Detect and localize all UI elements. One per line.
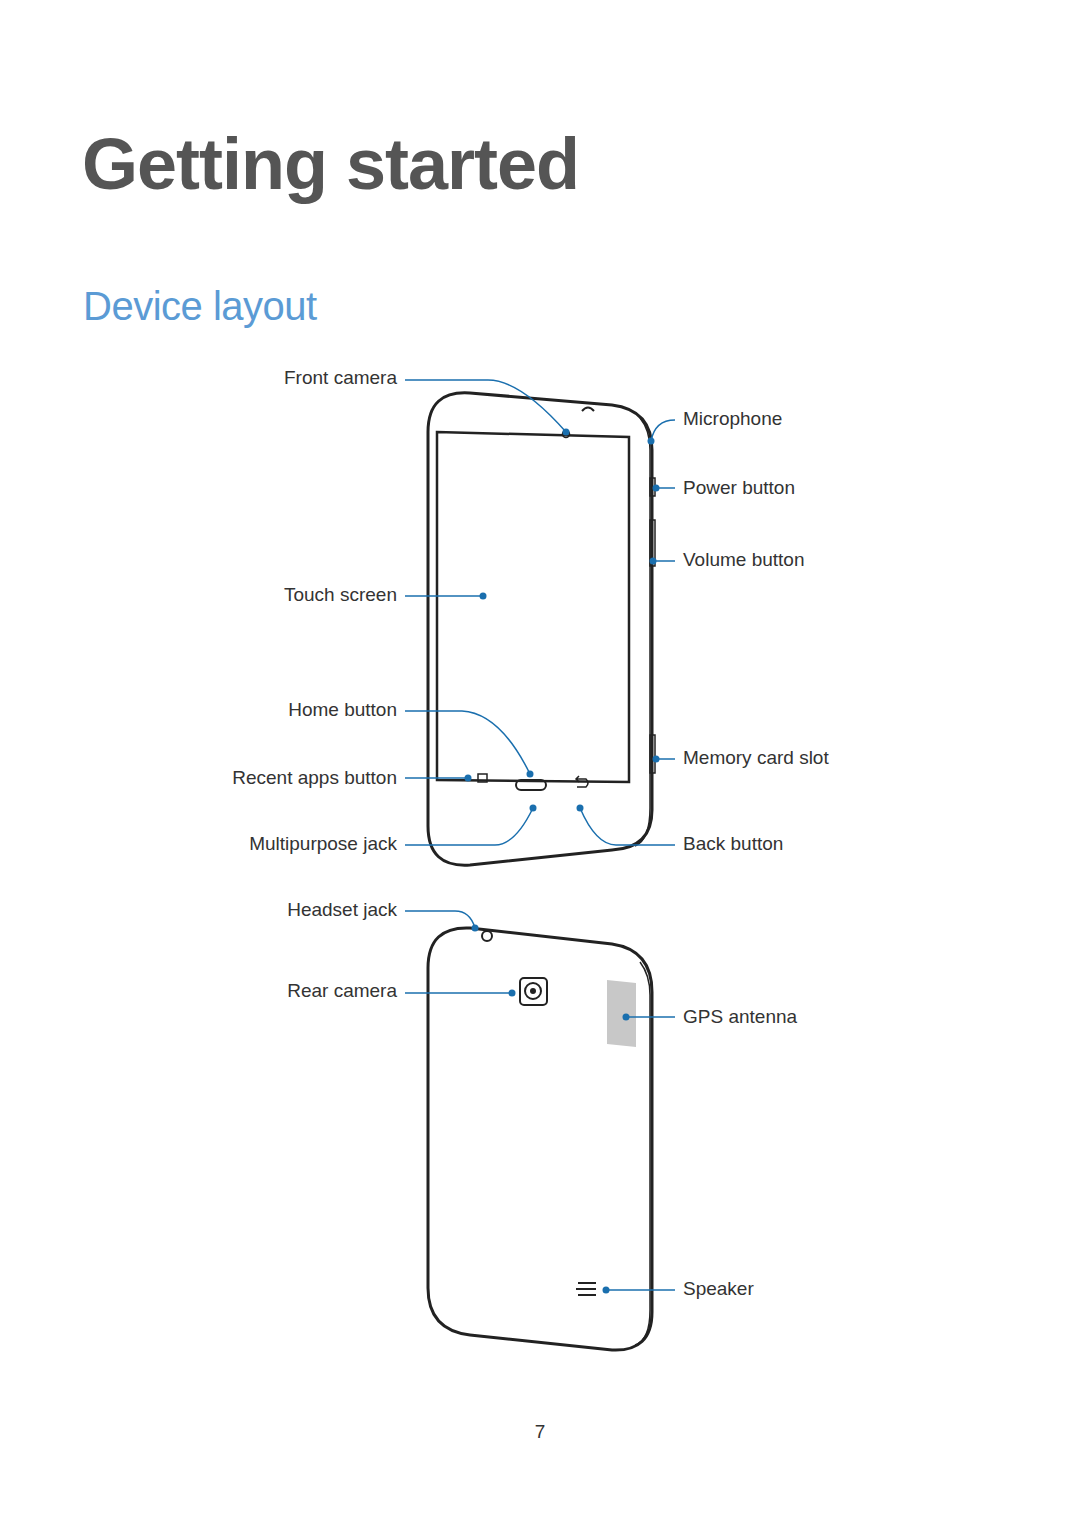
part-label: Touch screen bbox=[284, 583, 397, 607]
part-label: Volume button bbox=[683, 548, 804, 572]
part-label: Multipurpose jack bbox=[249, 832, 397, 856]
part-label: Microphone bbox=[683, 407, 782, 431]
part-label: Speaker bbox=[683, 1277, 754, 1301]
part-label: Home button bbox=[288, 698, 397, 722]
part-label: GPS antenna bbox=[683, 1005, 797, 1029]
part-label: Front camera bbox=[284, 366, 397, 390]
part-label: Rear camera bbox=[287, 979, 397, 1003]
part-label: Recent apps button bbox=[232, 766, 397, 790]
part-label: Back button bbox=[683, 832, 783, 856]
part-label: Headset jack bbox=[287, 898, 397, 922]
page-title: Getting started bbox=[82, 122, 579, 206]
part-label: Power button bbox=[683, 476, 795, 500]
leader-dots bbox=[465, 429, 660, 1294]
tablet-rear bbox=[428, 928, 652, 1350]
tablet-front bbox=[428, 393, 655, 865]
part-label: Memory card slot bbox=[683, 746, 829, 770]
page-number: 7 bbox=[535, 1420, 546, 1444]
section-heading: Device layout bbox=[83, 282, 317, 330]
leader-lines bbox=[405, 380, 675, 1290]
